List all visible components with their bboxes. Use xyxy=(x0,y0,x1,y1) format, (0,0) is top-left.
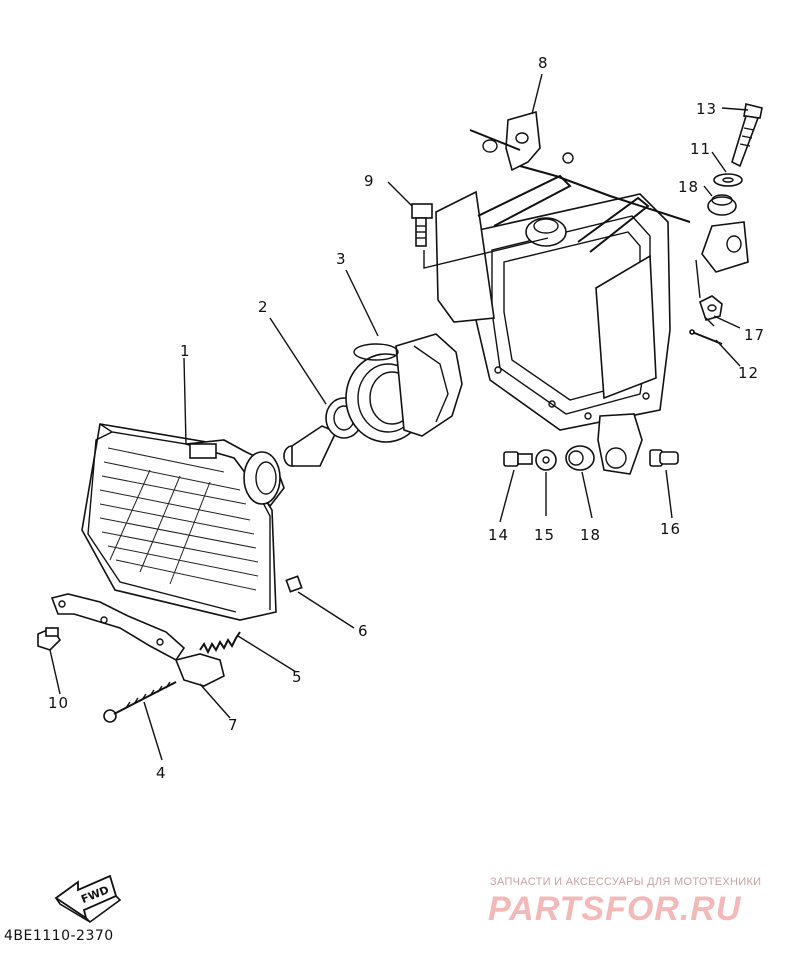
screw-10 xyxy=(37,627,62,651)
callout-4: 4 xyxy=(156,764,167,782)
callout-16: 16 xyxy=(660,520,681,538)
drawing-code: 4BE1110-2370 xyxy=(4,928,114,944)
bolt-13 xyxy=(731,103,763,168)
callout-7: 7 xyxy=(228,716,239,734)
callout-3: 3 xyxy=(336,250,347,268)
washer-11 xyxy=(713,173,743,187)
callout-labels: 1 2 3 4 5 6 7 8 9 10 11 12 13 14 15 16 1… xyxy=(48,54,765,782)
leader-lines xyxy=(49,73,749,761)
leader-bolt-13-nut xyxy=(695,259,701,299)
callout-1: 1 xyxy=(180,342,191,360)
callout-12: 12 xyxy=(738,364,759,382)
watermark-tagline: ЗАПЧАСТИ И АКСЕССУАРЫ ДЛЯ МОТОТЕХНИКИ xyxy=(490,876,762,888)
collar-18-lower xyxy=(565,445,595,471)
nut-17 xyxy=(699,295,723,327)
washer-15 xyxy=(535,449,557,471)
callout-15: 15 xyxy=(534,526,555,544)
callout-18-lower: 18 xyxy=(580,526,601,544)
fwd-arrow: FWD xyxy=(54,874,122,924)
watermark-brand: PARTSFOR.RU xyxy=(488,890,742,928)
callout-6: 6 xyxy=(358,622,369,640)
callout-10: 10 xyxy=(48,694,69,712)
grommet-18-upper xyxy=(707,194,737,216)
callout-18-upper: 18 xyxy=(678,178,699,196)
lower-bracket xyxy=(50,593,186,662)
callout-8: 8 xyxy=(538,54,549,72)
headlight-stay xyxy=(435,110,749,475)
bracket-7 xyxy=(174,653,225,687)
callout-14: 14 xyxy=(488,526,509,544)
bolt-16 xyxy=(649,449,679,467)
callout-17: 17 xyxy=(744,326,765,344)
socket-cover xyxy=(345,333,463,443)
bolt-14 xyxy=(503,451,533,467)
callout-2: 2 xyxy=(258,298,269,316)
adjust-screw-4 xyxy=(103,681,177,723)
spring-5 xyxy=(199,631,241,655)
callout-5: 5 xyxy=(292,668,303,686)
callout-13: 13 xyxy=(696,100,717,118)
bolt-9 xyxy=(411,203,549,269)
headlight-unit xyxy=(81,423,285,621)
callout-11: 11 xyxy=(690,140,711,158)
callout-9: 9 xyxy=(364,172,375,190)
clip-6 xyxy=(285,575,303,593)
